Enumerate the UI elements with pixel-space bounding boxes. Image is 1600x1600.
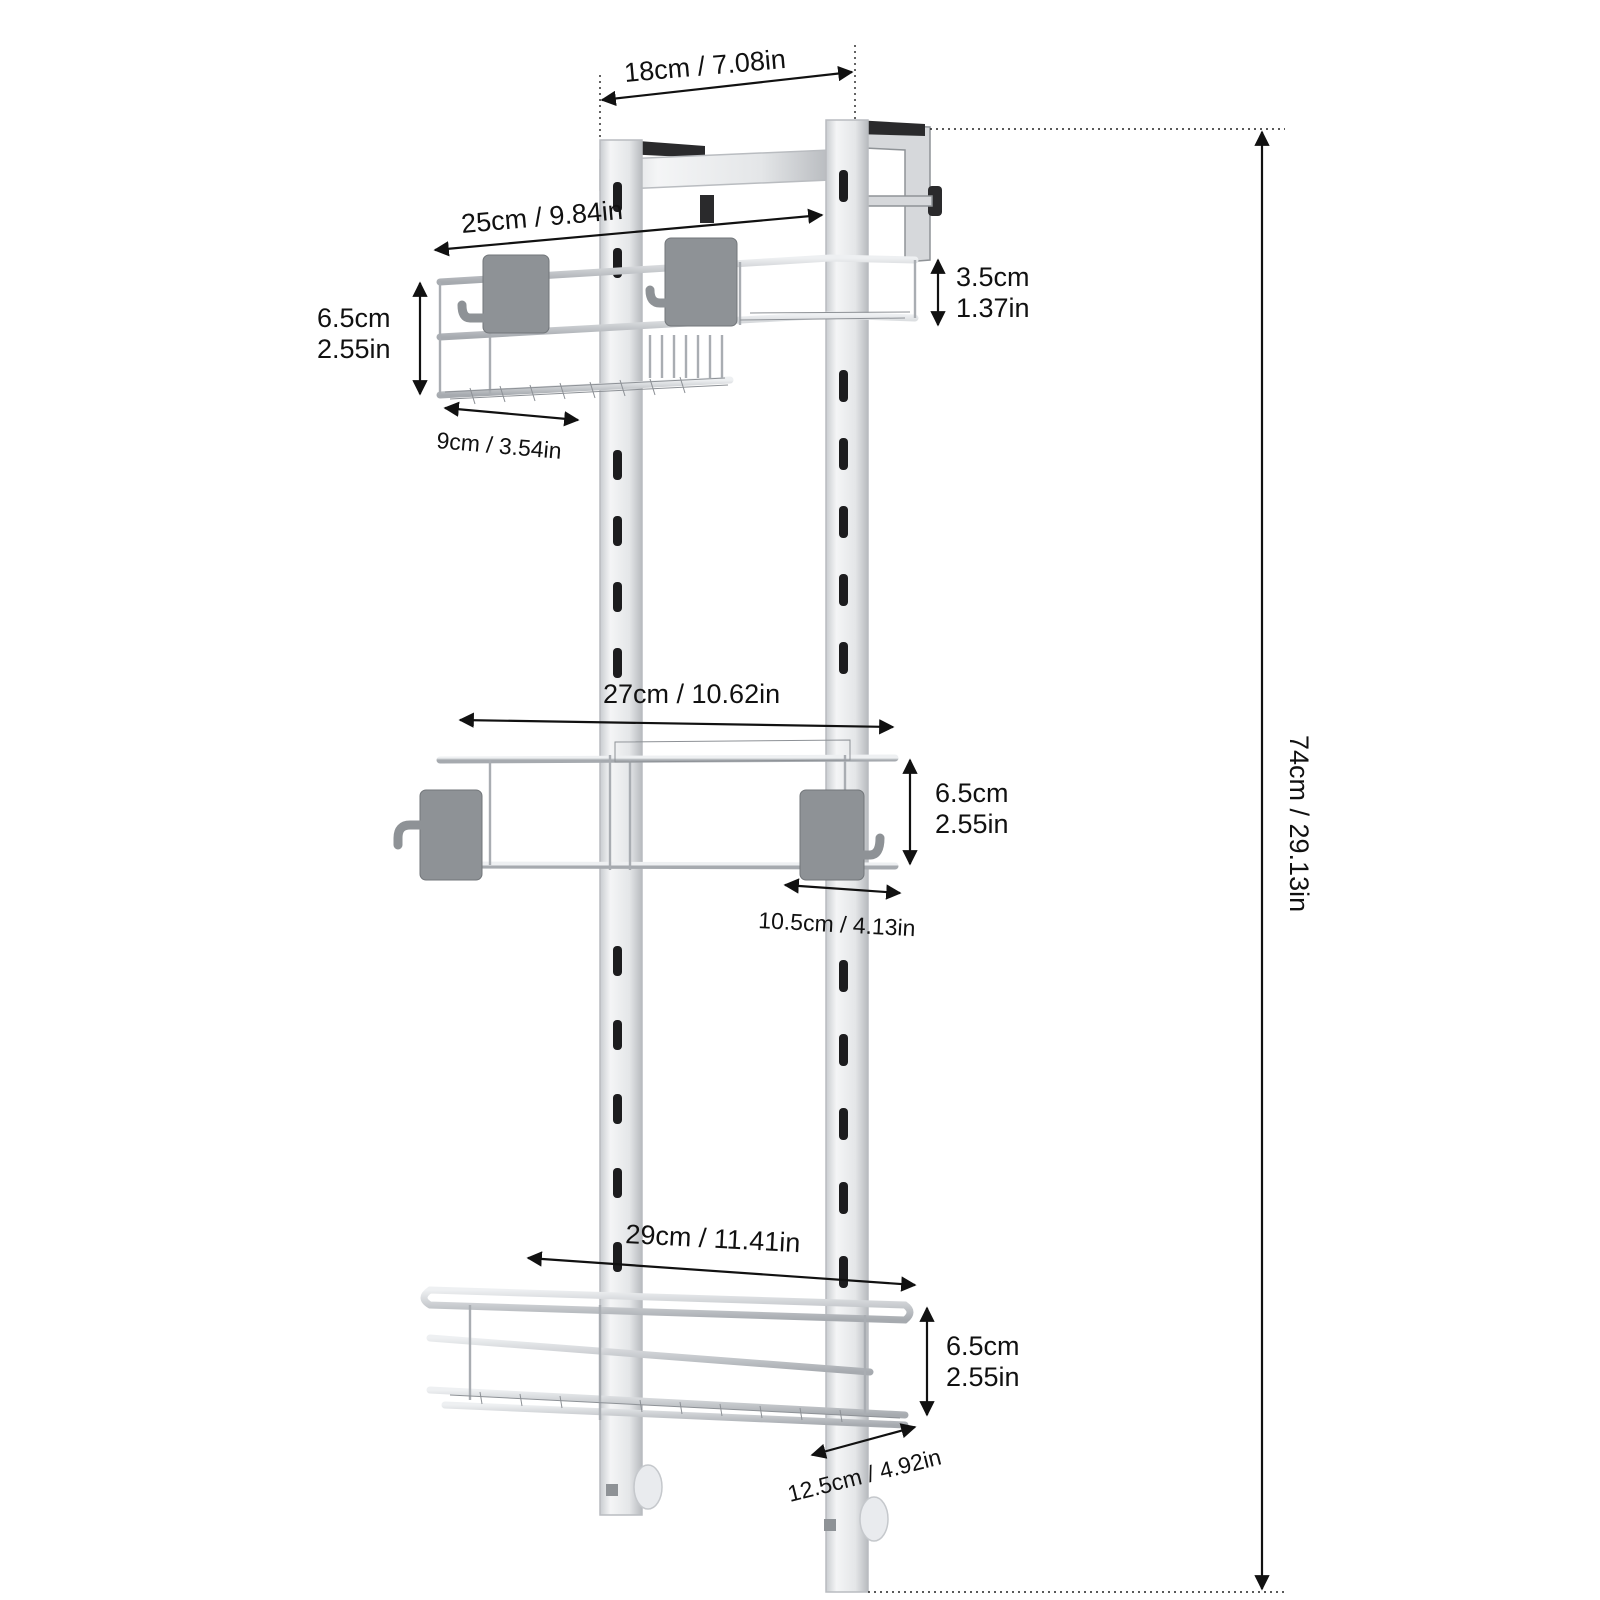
top-basket (436, 237, 919, 405)
dimension-arrow (600, 65, 854, 107)
bottom-basket-shelf-grid (449, 1391, 901, 1423)
dimension-arrow (433, 208, 824, 257)
middle-basket-depth-label: 10.5cm / 4.13in (758, 907, 916, 941)
dimension-lines (412, 45, 1285, 1593)
adhesive-hook-icon (457, 237, 738, 334)
dimension-arrow (443, 401, 580, 427)
middle-basket-height-in-label: 2.55in (935, 809, 1009, 839)
crossbar-clip (700, 195, 714, 223)
hanger-knob (928, 186, 942, 216)
hanger-clip-right (855, 120, 925, 136)
middle-basket (393, 739, 899, 881)
top-basket-height-cm-label: 6.5cm (317, 303, 391, 333)
dimension-labels: 18cm / 7.08in 25cm / 9.84in 6.5cm 2.55in… (317, 44, 1314, 1507)
suction-cup-icon (606, 1464, 889, 1542)
top-basket-height-in-label: 2.55in (317, 334, 391, 364)
left-pole-slots (613, 182, 622, 1272)
hanger-rod (861, 195, 933, 207)
dimension-arrow (458, 712, 895, 735)
rack-frame (599, 119, 942, 1593)
middle-basket-height-cm-label: 6.5cm (935, 778, 1009, 808)
bottom-basket (420, 1286, 914, 1429)
dimension-arrow (783, 878, 902, 900)
top-basket-rail-in-label: 1.37in (956, 293, 1030, 323)
top-basket-rail-cm-label: 3.5cm (956, 262, 1030, 292)
top-basket-shelf-grid (444, 311, 911, 405)
adhesive-hook-icon (393, 789, 885, 881)
total-height-label: 74cm / 29.13in (1284, 735, 1314, 912)
hanger-clip-left (625, 140, 705, 158)
top-basket-shelf-depth-label: 9cm / 3.54in (436, 427, 563, 464)
dimension-arrow (810, 1423, 917, 1459)
over-door-hanger (864, 124, 931, 263)
bottom-basket-height-cm-label: 6.5cm (946, 1331, 1020, 1361)
bottom-basket-width-label: 29cm / 11.41in (625, 1219, 801, 1258)
top-basket-comb (648, 335, 724, 378)
dimension-arrow (526, 1251, 917, 1292)
middle-basket-width-label: 27cm / 10.62in (603, 679, 780, 709)
bottom-basket-height-in-label: 2.55in (946, 1362, 1020, 1392)
right-pole-slots (839, 170, 848, 1288)
